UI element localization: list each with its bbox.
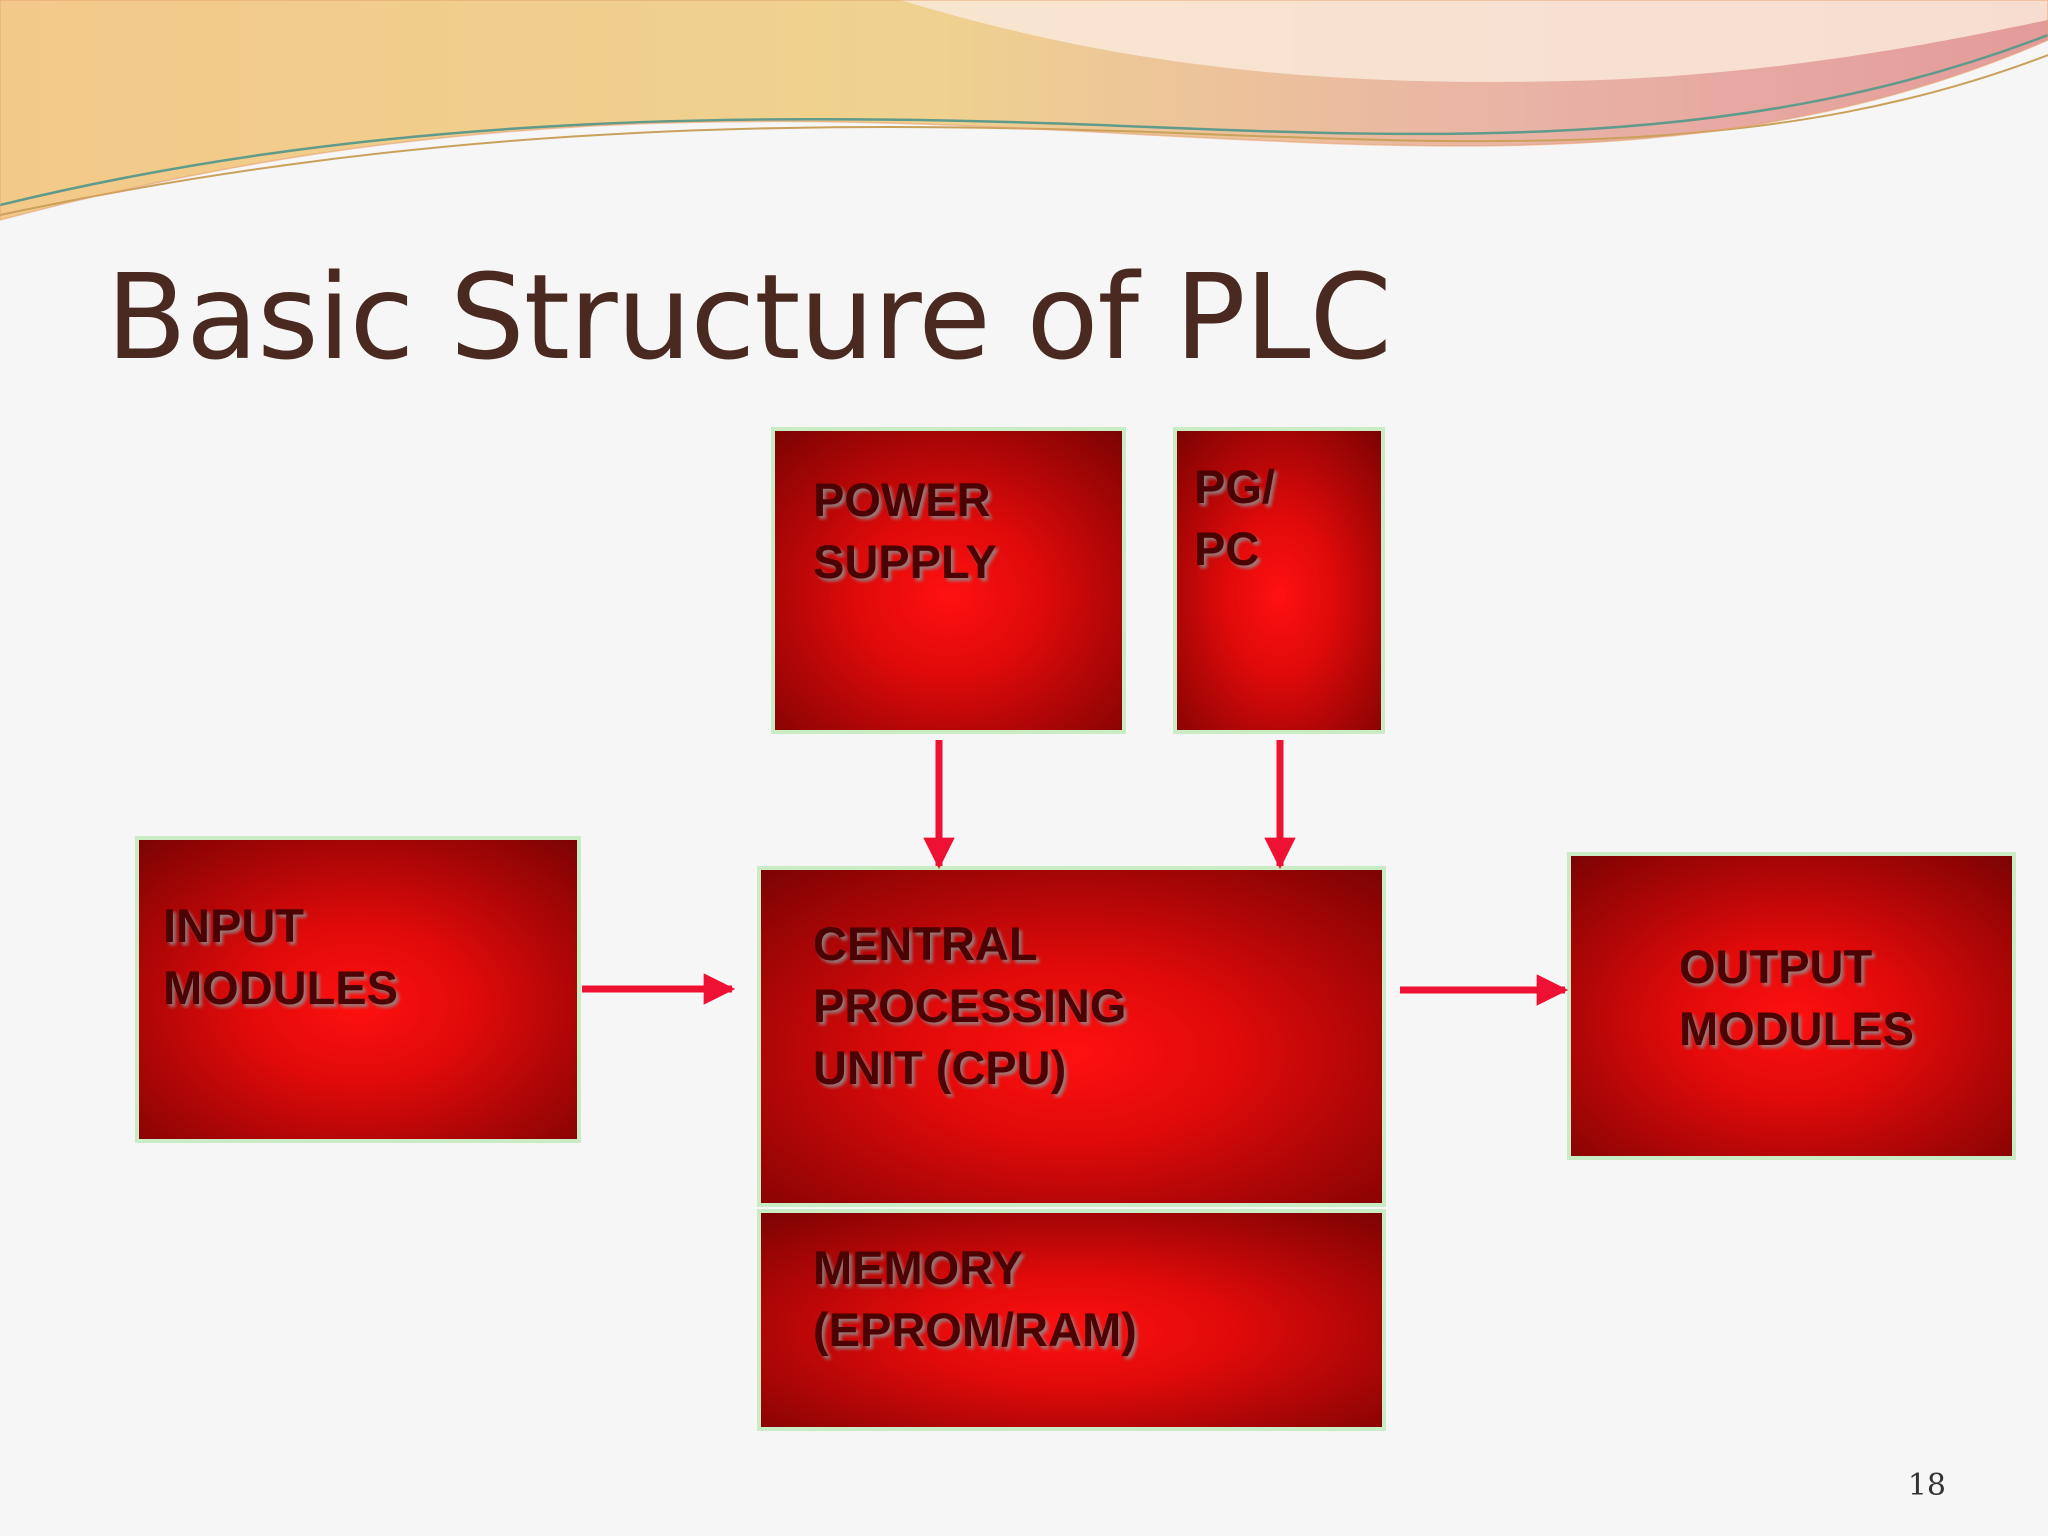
pg-pc-label: PG/ PC [1194,460,1275,575]
power-supply-block: POWER SUPPLY [771,427,1126,734]
header-wave-decoration [0,0,2048,221]
memory-label: MEMORY (EPROM/RAM) [813,1241,1137,1356]
cpu-label: CENTRAL PROCESSING UNIT (CPU) [813,917,1127,1094]
cpu-block: CENTRAL PROCESSING UNIT (CPU) [757,866,1386,1207]
input-modules-block: INPUT MODULES [135,836,581,1143]
pg-pc-block: PG/ PC [1173,427,1385,734]
output-modules-block: OUTPUT MODULES [1567,852,2016,1160]
input-modules-label: INPUT MODULES [163,899,398,1014]
power-supply-label: POWER SUPPLY [813,473,997,588]
page-number: 18 [1907,1468,1946,1503]
output-modules-label: OUTPUT MODULES [1679,940,1914,1055]
slide-title: Basic Structure of PLC [106,248,1392,386]
memory-block: MEMORY (EPROM/RAM) [757,1209,1386,1431]
